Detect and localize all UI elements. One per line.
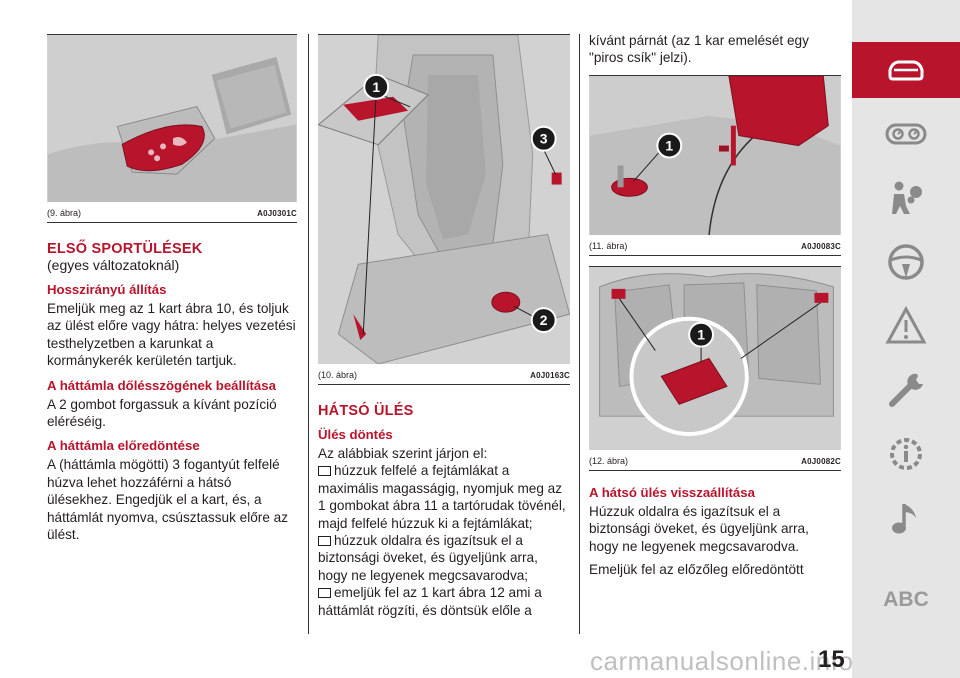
column-divider [579, 34, 580, 634]
text-intro: Az alábbiak szerint járjon el: [318, 446, 488, 461]
section-title-rear-seat: HÁTSÓ ÜLÉS [318, 403, 414, 419]
figure-12-caption: (12. ábra) A0J0082C [589, 450, 841, 471]
figure-12-image: 1 [589, 265, 841, 450]
bullet-box-icon [318, 536, 331, 547]
callout-1: 1 [372, 79, 380, 95]
figure-caption: (9. ábra) [47, 208, 82, 218]
callout-1: 1 [697, 326, 705, 342]
sidebar-item-car[interactable] [852, 42, 960, 98]
wrench-icon [889, 373, 923, 407]
sidebar-item-driving[interactable] [852, 234, 960, 290]
figure-code: A0J0082C [801, 456, 841, 466]
figure-10-image: 1 3 2 [318, 34, 570, 364]
callout-2: 2 [540, 312, 548, 328]
sidebar-item-safety[interactable] [852, 170, 960, 226]
section-subtitle: (egyes változatoknál) [47, 257, 180, 273]
sidebar-item-dashboard[interactable] [852, 106, 960, 162]
seat-adjuster-illustration [47, 35, 297, 202]
sidebar-item-technical-data[interactable] [852, 426, 960, 482]
car-icon [888, 60, 924, 81]
list-item-text: húzzuk felfelé a fejtámlákat a maximális… [318, 463, 566, 531]
callout-1: 1 [665, 137, 673, 153]
list-item-text: emeljük fel az 1 kart ábra 12 ami a hátt… [318, 585, 542, 618]
chapter-sidebar: ABC [852, 0, 960, 678]
headrest-illustration: 1 [589, 75, 841, 235]
figure-code: A0J0163C [530, 371, 570, 380]
sidebar-item-maintenance[interactable] [852, 362, 960, 418]
figure-9-image [47, 34, 297, 202]
text-longitudinal-adjustment: Emeljük meg az 1 kart ábra 10, és toljuk… [47, 301, 296, 369]
figure-code: A0J0083C [801, 241, 841, 251]
rear-bench-illustration: 1 [589, 266, 841, 450]
sidebar-item-emergency[interactable] [852, 298, 960, 354]
callout-3: 3 [540, 131, 548, 147]
column-1: (9. ábra) A0J0301C ELSŐ SPORTÜLÉSEK (egy… [47, 34, 297, 543]
abc-label: ABC [883, 588, 929, 611]
section-title-front-seats: ELSŐ SPORTÜLÉSEK [47, 241, 203, 257]
figure-caption: (11. ábra) [589, 240, 628, 251]
column-divider [308, 34, 309, 634]
figure-9-caption: (9. ábra) A0J0301C [47, 202, 297, 223]
column-3: kívánt párnát (az 1 kar emelését egy "pi… [589, 32, 841, 578]
dashboard-gauges-icon [885, 123, 927, 145]
page-number: 15 [818, 646, 845, 673]
text-backrest-angle: A 2 gombot forgassuk a kívánt pozíció el… [47, 396, 277, 430]
airbag-person-icon [892, 181, 922, 214]
heading-backrest-fold: A háttámla előredöntése [47, 438, 200, 454]
heading-rear-seat-restore: A hátsó ülés visszaállítása [589, 484, 755, 500]
text-backrest-fold: A (háttámla mögötti) 3 fogantyút felfelé… [47, 457, 289, 543]
figure-caption: (12. ábra) [589, 455, 629, 466]
sidebar-item-index[interactable]: ABC [852, 572, 960, 628]
figure-code: A0J0301C [257, 209, 297, 218]
heading-seat-folding: Ülés döntés [318, 427, 393, 442]
heading-backrest-angle: A háttámla dőlésszögének beállítása [47, 377, 276, 393]
figure-10-caption: (10. ábra) A0J0163C [318, 364, 570, 385]
heading-longitudinal-adjustment: Hosszirányú állítás [47, 282, 167, 297]
list-item: húzzuk oldalra és igazítsuk el a biztons… [318, 532, 570, 584]
info-gear-icon [890, 438, 922, 470]
text-continuation: kívánt párnát (az 1 kar emelését egy "pi… [589, 33, 809, 66]
bullet-box-icon [318, 466, 331, 477]
list-item: húzzuk felfelé a fejtámlákat a maximális… [318, 462, 570, 532]
steering-wheel-icon [888, 244, 924, 280]
figure-caption: (10. ábra) [318, 370, 358, 380]
bullet-box-icon [318, 588, 331, 599]
list-item: emeljük fel az 1 kart ábra 12 ami a hátt… [318, 584, 570, 619]
column-2: 1 3 2 (10. ábra) A0J0163C HÁTSÓ ÜLÉS Ülé… [318, 34, 570, 619]
watermark: carmanualsonline.info [590, 646, 854, 676]
warning-triangle-icon [885, 306, 927, 344]
figure-11-caption: (11. ábra) A0J0083C [589, 235, 841, 256]
sidebar-item-multimedia[interactable] [852, 490, 960, 546]
text-rear-seat-restore-2: Emeljük fel az előzőleg előredöntött [589, 562, 804, 578]
front-seat-illustration: 1 3 2 [318, 35, 570, 364]
text-rear-seat-restore: Húzzuk oldalra és igazítsuk el a biztons… [589, 503, 809, 554]
figure-11-image: 1 [589, 74, 841, 235]
music-note-icon [892, 504, 916, 534]
list-item-text: húzzuk oldalra és igazítsuk el a biztons… [318, 533, 538, 583]
